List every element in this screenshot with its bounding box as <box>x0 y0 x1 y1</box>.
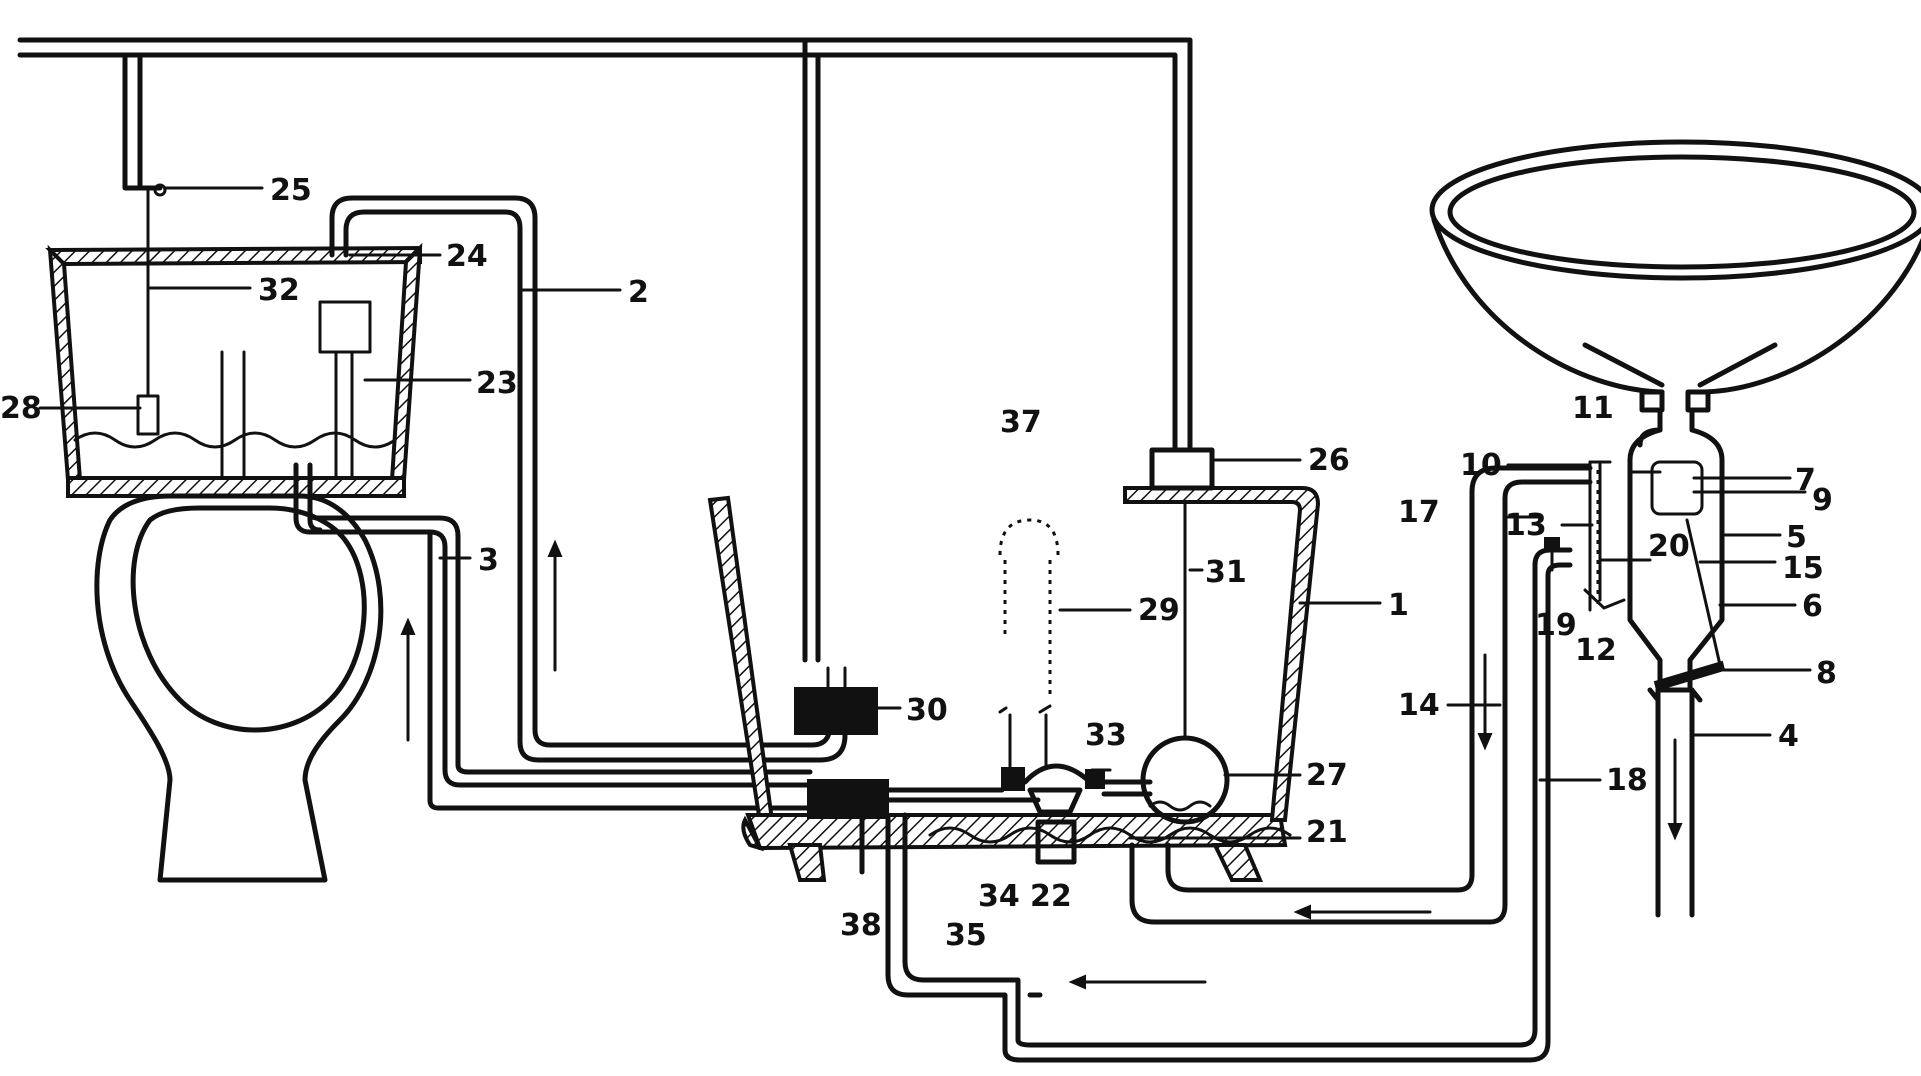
washbasin <box>1429 139 1921 413</box>
label-33: 33 <box>1085 718 1127 753</box>
label-4: 4 <box>1778 719 1799 754</box>
pipe-3 <box>293 462 813 811</box>
label-18: 18 <box>1606 763 1648 798</box>
label-22: 22 <box>1030 879 1072 914</box>
number-labels: 25 24 32 2 23 28 3 37 29 30 33 26 31 1 2… <box>0 173 1837 953</box>
label-10: 10 <box>1460 448 1502 483</box>
pipe-18 <box>885 547 1573 1063</box>
label-21: 21 <box>1306 815 1348 850</box>
label-8: 8 <box>1816 656 1837 691</box>
label-28: 28 <box>0 391 42 426</box>
label-13: 13 <box>1505 508 1547 543</box>
device-30 <box>794 666 878 735</box>
label-7: 7 <box>1795 463 1816 498</box>
label-38: 38 <box>840 908 882 943</box>
label-27: 27 <box>1306 758 1348 793</box>
separator-5 <box>1544 407 1726 918</box>
label-2: 2 <box>628 275 649 310</box>
pipe-2 <box>329 195 848 763</box>
sensor-26 <box>1149 447 1215 740</box>
return-pipe-17 <box>1129 465 1593 925</box>
label-29: 29 <box>1138 593 1180 628</box>
label-15: 15 <box>1782 551 1824 586</box>
toilet-bowl <box>94 493 384 883</box>
label-6: 6 <box>1802 589 1823 624</box>
label-11: 11 <box>1572 391 1614 426</box>
label-24: 24 <box>446 239 488 274</box>
leader-lines <box>38 186 1812 840</box>
pump-27 <box>1140 735 1230 825</box>
label-25: 25 <box>270 173 312 208</box>
label-30: 30 <box>906 693 948 728</box>
valve-assembly <box>885 704 1153 865</box>
label-26: 26 <box>1308 443 1350 478</box>
cistern-tank <box>45 183 423 498</box>
sprinkler-29 <box>998 518 1060 700</box>
label-12: 12 <box>1575 633 1617 668</box>
label-34: 34 <box>978 879 1020 914</box>
label-23: 23 <box>476 366 518 401</box>
label-5: 5 <box>1786 520 1807 555</box>
label-31: 31 <box>1205 555 1247 590</box>
label-32: 32 <box>258 273 300 308</box>
label-1: 1 <box>1388 588 1409 623</box>
label-19: 19 <box>1535 608 1577 643</box>
label-37: 37 <box>1000 405 1042 440</box>
top-supply-pipe <box>17 37 1193 663</box>
flow-arrows <box>400 539 1683 990</box>
label-3: 3 <box>478 543 499 578</box>
label-35: 35 <box>945 918 987 953</box>
label-17: 17 <box>1398 495 1440 530</box>
device-38 <box>807 779 889 875</box>
label-14: 14 <box>1398 688 1440 723</box>
main-reservoir <box>707 486 1321 882</box>
label-9: 9 <box>1812 483 1833 518</box>
label-20: 20 <box>1648 529 1690 564</box>
